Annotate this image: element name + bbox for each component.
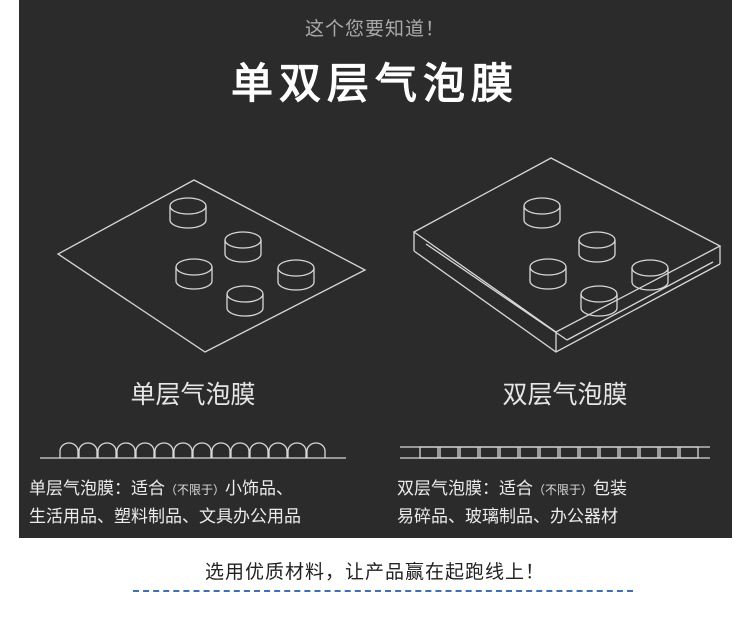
- double-usage-note: （不限于）: [533, 483, 594, 497]
- bubble-body: [523, 206, 561, 229]
- slogan-underline: [133, 590, 633, 592]
- double-layer-label: 双层气泡膜: [502, 380, 628, 409]
- profile-cell: [559, 446, 579, 459]
- profile-cell: [499, 446, 519, 459]
- profile-bubble: [230, 442, 250, 458]
- single-layer-profile: [40, 442, 346, 459]
- profile-cell: [479, 446, 499, 459]
- profile-bubble: [192, 442, 212, 458]
- bubble-top: [529, 258, 567, 276]
- profile-cell: [639, 446, 659, 459]
- profile-bubble: [116, 442, 136, 458]
- profile-bubble: [154, 442, 174, 458]
- double-usage-prefix: 双层气泡膜：适合: [397, 479, 533, 499]
- double-usage-tail: 包装: [593, 479, 628, 499]
- profile-bubble: [97, 442, 117, 458]
- profile-cell: [439, 446, 459, 459]
- bubble-top: [523, 197, 561, 215]
- double-layer-sheet: [412, 157, 722, 353]
- profile-bubble: [78, 442, 98, 458]
- profile-cell: [659, 446, 679, 459]
- bubble-body: [529, 267, 567, 290]
- bubble-body: [226, 294, 264, 317]
- double-usage-line-2: 易碎品、玻璃制品、办公器材: [397, 507, 618, 527]
- single-usage-tail: 小饰品、: [225, 479, 294, 499]
- bubble-top: [226, 285, 264, 303]
- single-usage-line-2: 生活用品、塑料制品、文具办公用品: [29, 507, 301, 527]
- single-usage-line-1: 单层气泡膜：适合（不限于）小饰品、: [29, 476, 301, 504]
- bubble-body: [578, 240, 616, 263]
- profile-bubble: [135, 442, 155, 458]
- profile-cell: [419, 446, 439, 459]
- bubble-body: [224, 240, 262, 263]
- profile-cell: [619, 446, 639, 459]
- bubble-top: [631, 259, 669, 277]
- dark-panel: [19, 0, 732, 538]
- profile-cell: [579, 446, 599, 459]
- profile-bubble: [306, 442, 326, 458]
- bubble-body: [277, 268, 315, 291]
- bubble-body: [580, 294, 618, 317]
- bubble-top: [224, 231, 262, 249]
- bubble-top: [169, 197, 207, 215]
- bubble-body: [169, 206, 207, 229]
- single-layer-usage: 单层气泡膜：适合（不限于）小饰品、 生活用品、塑料制品、文具办公用品: [29, 476, 301, 531]
- subtitle: 这个您要知道！: [304, 18, 445, 40]
- single-layer-sheet: [56, 179, 367, 353]
- single-layer-bubbles: [169, 197, 315, 317]
- single-usage-prefix: 单层气泡膜：适合: [29, 479, 165, 499]
- bubble-top: [580, 285, 618, 303]
- double-usage-line-1: 双层气泡膜：适合（不限于）包装: [397, 476, 627, 504]
- profile-cell: [459, 446, 479, 459]
- single-usage-note: （不限于）: [165, 483, 226, 497]
- profile-bubble: [173, 442, 193, 458]
- bottom-slogan: 选用优质材料，让产品赢在起跑线上！: [204, 561, 545, 583]
- double-layer-profile: [400, 446, 710, 459]
- double-layer-usage: 双层气泡膜：适合（不限于）包装 易碎品、玻璃制品、办公器材: [397, 476, 627, 531]
- profile-bubble: [249, 442, 269, 458]
- profile-cell: [679, 446, 699, 459]
- bubble-body: [175, 267, 213, 290]
- double-layer-bubbles: [523, 197, 669, 317]
- profile-bubble: [211, 442, 231, 458]
- bubble-body: [631, 268, 669, 291]
- profile-bubble: [287, 442, 307, 458]
- profile-bubble: [59, 442, 79, 458]
- profile-cell: [539, 446, 559, 459]
- bubble-top: [578, 231, 616, 249]
- single-layer-label: 单层气泡膜: [130, 380, 256, 409]
- profile-cell: [599, 446, 619, 459]
- profile-cell: [519, 446, 539, 459]
- page-title: 单双层气泡膜: [230, 59, 519, 108]
- profile-bubble: [268, 442, 288, 458]
- bubble-top: [277, 259, 315, 277]
- bubble-top: [175, 258, 213, 276]
